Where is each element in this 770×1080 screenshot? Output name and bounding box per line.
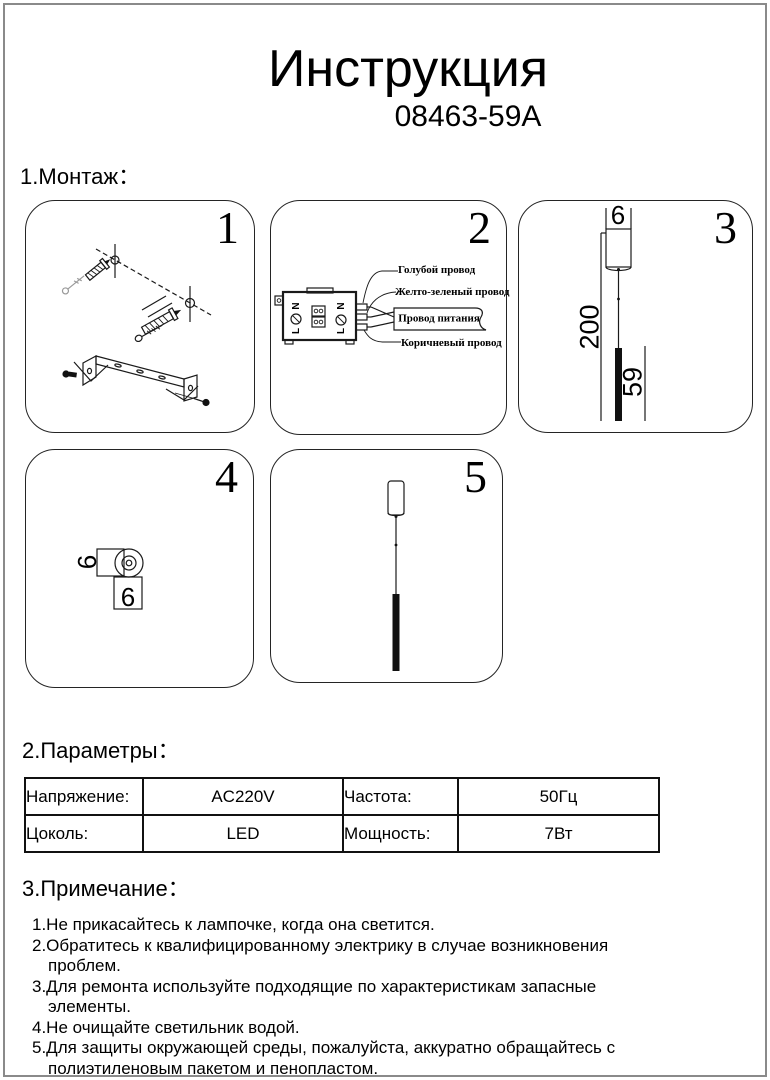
dim-bracket-side: 6 xyxy=(72,554,102,570)
param-label: Напряжение: xyxy=(24,777,144,816)
yellow-green-wire-label: Желто-зеленый провод xyxy=(395,286,510,298)
suspension-cable xyxy=(394,516,398,594)
param-value: LED xyxy=(142,814,344,853)
page-title: Инструкция xyxy=(268,40,548,98)
terminal-l-label: L xyxy=(291,327,302,335)
section-params-heading: 2.Параметры： xyxy=(22,738,180,763)
pendant-canopy xyxy=(387,480,405,518)
panel-number-3: 3 xyxy=(714,202,737,253)
bracket-plate xyxy=(96,548,125,577)
note-item: 2.Обратитесь к квалифицированному электр… xyxy=(32,935,609,976)
dimension-line xyxy=(600,232,606,421)
terminal-l-label: L xyxy=(336,327,347,335)
notes-list: 1.Не прикасайтесь к лампочке, когда она … xyxy=(32,915,680,1079)
blue-wire-label: Голубой провод xyxy=(398,264,476,276)
screw xyxy=(134,324,163,343)
brown-wire-label: Коричневый провод xyxy=(401,337,502,349)
note-item: 3.Для ремонта используйте подходящие по … xyxy=(32,976,597,1017)
param-label: Цоколь: xyxy=(24,814,144,853)
dashed-alignment-line xyxy=(95,248,212,316)
section-notes-heading: 3.Примечание： xyxy=(22,876,190,901)
param-label: Частота: xyxy=(342,777,459,816)
canopy-circle xyxy=(114,548,144,578)
lamp-tube xyxy=(615,348,622,421)
param-value: 50Гц xyxy=(457,777,660,816)
wire-connectors xyxy=(355,303,371,331)
section-montage-heading: 1.Монтаж： xyxy=(20,164,141,189)
insert-marks xyxy=(141,295,173,318)
param-value: AC220V xyxy=(142,777,344,816)
param-label: Мощность: xyxy=(342,814,459,853)
drill-hole-marker xyxy=(110,244,120,278)
direction-marks xyxy=(73,361,199,401)
table-row: Напряжение: AC220V Частота: 50Гц xyxy=(24,777,660,816)
mounting-diagram xyxy=(61,244,212,407)
power-cable-label: Провод питания xyxy=(398,312,480,325)
drill-hole-marker xyxy=(184,286,196,322)
panel-dimensions: 6 200 59 3 xyxy=(518,200,753,433)
suspension-cable xyxy=(617,269,620,348)
panel-mounting-step: 1 xyxy=(25,200,255,433)
terminal-n-label: N xyxy=(336,302,347,310)
panel-canopy-top-view: 6 6 4 xyxy=(25,449,254,688)
panel-number-5: 5 xyxy=(464,451,487,502)
note-item: 5.Для защиты окружающей среды, пожалуйст… xyxy=(32,1038,616,1078)
dim-lamp-length: 59 xyxy=(617,366,648,398)
power-cable-box xyxy=(393,307,487,331)
table-row: Цоколь: LED Мощность: 7Вт xyxy=(24,814,660,853)
note-item: 4.Не очищайте светильник водой. xyxy=(32,1017,300,1037)
pendant-canopy xyxy=(605,228,632,272)
dimension-drawing xyxy=(600,208,646,421)
parameters-table: Напряжение: AC220V Частота: 50Гц Цоколь:… xyxy=(24,777,660,853)
wiring-diagram xyxy=(274,270,487,345)
dim-total-height: 200 xyxy=(574,304,605,350)
panel-number-4: 4 xyxy=(215,451,238,502)
screw xyxy=(61,275,85,295)
terminal-n-label: N xyxy=(291,302,302,310)
panel-assembled-lamp: 5 xyxy=(270,449,503,683)
label-leader-lines xyxy=(362,270,401,343)
dim-canopy-width: 6 xyxy=(610,200,626,230)
dim-bracket-bottom: 6 xyxy=(120,582,136,612)
canopy-top-view-drawing xyxy=(96,548,144,610)
bracket-screw xyxy=(62,370,77,378)
note-item: 1.Не прикасайтесь к лампочке, когда она … xyxy=(32,915,435,934)
terminal-box xyxy=(274,287,358,345)
param-value: 7Вт xyxy=(457,814,660,853)
bracket-screw xyxy=(174,392,210,407)
model-number: 08463-59A xyxy=(394,100,542,133)
panel-number-1: 1 xyxy=(216,202,239,253)
assembled-lamp-drawing xyxy=(387,480,405,671)
wires xyxy=(370,306,395,328)
panel-wiring-step: N L N L Голубой провод Желто-зеленый про… xyxy=(270,200,510,435)
wall-anchor xyxy=(84,257,111,282)
lamp-tube xyxy=(392,594,400,671)
panel-number-2: 2 xyxy=(468,202,491,253)
